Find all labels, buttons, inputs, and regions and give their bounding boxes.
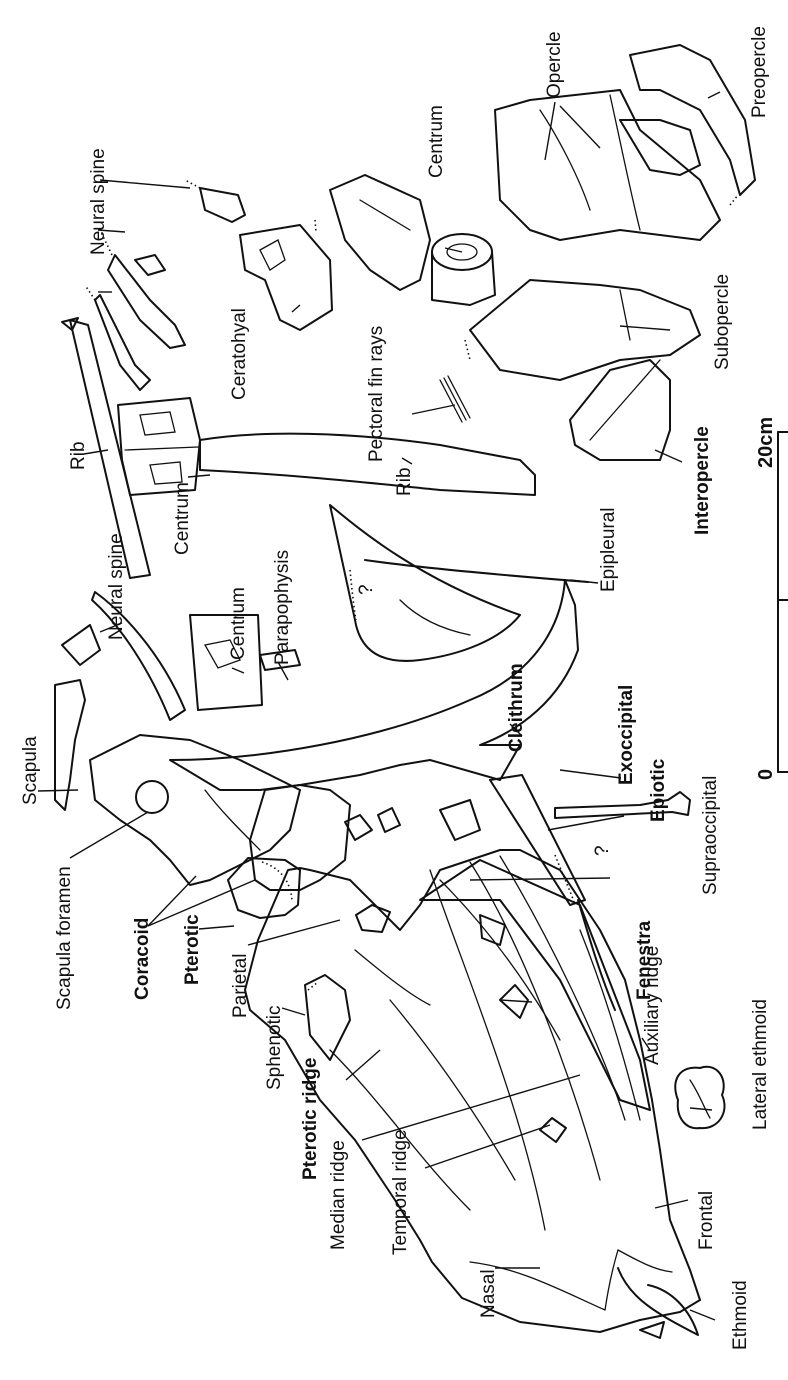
label-subopercle: Subopercle (712, 274, 733, 370)
label-opercle: Opercle (544, 31, 565, 98)
label-supraoccipital: Supraoccipital (700, 776, 721, 895)
label-centrum-lower: Centrum (228, 587, 249, 660)
trunk-elements-outline (62, 180, 535, 578)
opercular-series-outline (330, 45, 755, 460)
scale-bar-min-label: 0 (755, 769, 777, 780)
label-cleithrum: Cleithrum (506, 663, 527, 752)
label-question-2: ? (592, 845, 613, 856)
label-scapula-foramen: Scapula foramen (54, 866, 75, 1010)
labels: Neural spine Opercle Preopercle Centrum … (20, 26, 771, 1350)
label-rib-right: Rib (394, 467, 415, 496)
label-parietal: Parietal (230, 954, 251, 1018)
label-epipleural: Epipleural (598, 508, 619, 593)
label-temporal-ridge: Temporal ridge (390, 1129, 411, 1255)
label-neural-spine-mid: Neural spine (106, 533, 127, 640)
label-neural-spine-top: Neural spine (88, 148, 109, 255)
label-centrum-top: Centrum (426, 105, 447, 178)
label-pectoral-fin-rays: Pectoral fin rays (366, 326, 387, 462)
label-auxiliary-ridge: Auxiliary ridge (642, 946, 663, 1065)
label-preopercle: Preopercle (749, 26, 770, 118)
label-ceratohyal: Ceratohyal (229, 308, 250, 400)
label-median-ridge: Median ridge (328, 1140, 349, 1250)
label-lateral-ethmoid: Lateral ethmoid (750, 999, 771, 1130)
label-centrum-mid: Centrum (172, 482, 193, 555)
label-question-1: ? (356, 584, 377, 595)
label-interopercle: Interopercle (692, 426, 713, 535)
label-pterotic-ridge: Pterotic ridge (300, 1058, 321, 1180)
scale-bar-max-label: 20cm (755, 417, 777, 468)
label-sphenotic: Sphenotic (264, 1005, 285, 1090)
label-epiotic: Epiotic (648, 758, 669, 822)
shoulder-girdle-outline (55, 505, 578, 890)
epipleural-rod (365, 560, 588, 582)
label-pterotic: Pterotic (182, 914, 203, 985)
label-exoccipital: Exoccipital (616, 685, 637, 785)
label-nasal: Nasal (478, 1269, 499, 1318)
label-scapula: Scapula (20, 736, 41, 805)
label-frontal: Frontal (696, 1191, 717, 1250)
label-parapophysis: Parapophysis (272, 550, 293, 665)
label-rib-left: Rib (68, 441, 89, 470)
label-ethmoid: Ethmoid (730, 1280, 751, 1350)
label-coracoid: Coracoid (132, 918, 153, 1000)
scale-bar: 20cm 0 (755, 417, 788, 780)
